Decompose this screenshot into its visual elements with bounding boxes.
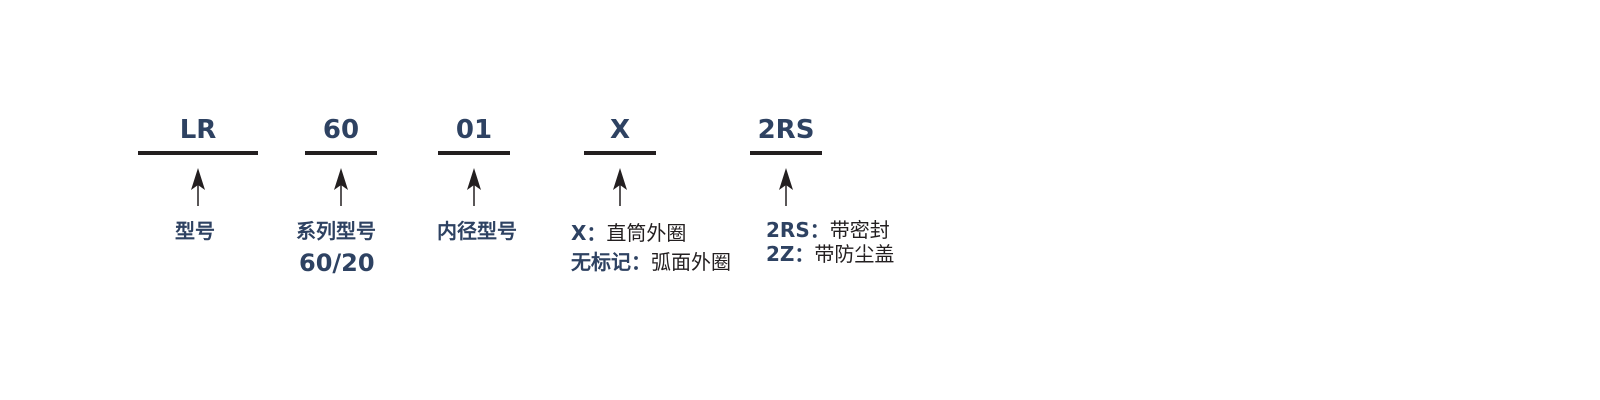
code-series: 60 bbox=[322, 115, 360, 145]
option-value: 带防尘盖 bbox=[814, 242, 895, 266]
code-underline bbox=[750, 151, 822, 155]
up-arrow-icon bbox=[334, 168, 348, 206]
code-outer-ring: X bbox=[609, 115, 631, 145]
option-value: 直筒外圈 bbox=[606, 221, 687, 245]
option-key: X： bbox=[571, 221, 607, 245]
code-seal: 2RS bbox=[757, 115, 815, 145]
outer-ring-option: X：直筒外圈 bbox=[571, 221, 686, 245]
option-key: 2Z： bbox=[766, 242, 815, 266]
series-values: 60/20 bbox=[299, 249, 375, 277]
up-arrow-icon bbox=[779, 168, 793, 206]
option-value: 弧面外圈 bbox=[651, 250, 731, 274]
up-arrow-icon bbox=[467, 168, 481, 206]
option-value: 带密封 bbox=[829, 218, 890, 242]
label-bore-model: 内径型号 bbox=[437, 219, 517, 243]
code-underline bbox=[584, 151, 656, 155]
code-underline bbox=[138, 151, 258, 155]
label-series-model: 系列型号 bbox=[296, 219, 376, 243]
up-arrow-icon bbox=[613, 168, 627, 206]
code-bore: 01 bbox=[455, 115, 493, 145]
code-underline bbox=[438, 151, 510, 155]
option-key: 无标记： bbox=[571, 250, 651, 274]
outer-ring-option: 无标记：弧面外圈 bbox=[571, 250, 731, 274]
option-key: 2RS： bbox=[766, 218, 830, 242]
seal-option: 2Z：带防尘盖 bbox=[766, 242, 894, 266]
label-model: 型号 bbox=[175, 219, 215, 243]
up-arrow-icon bbox=[191, 168, 205, 206]
seal-option: 2RS：带密封 bbox=[766, 218, 890, 242]
code-lr: LR bbox=[179, 115, 217, 145]
code-underline bbox=[305, 151, 377, 155]
